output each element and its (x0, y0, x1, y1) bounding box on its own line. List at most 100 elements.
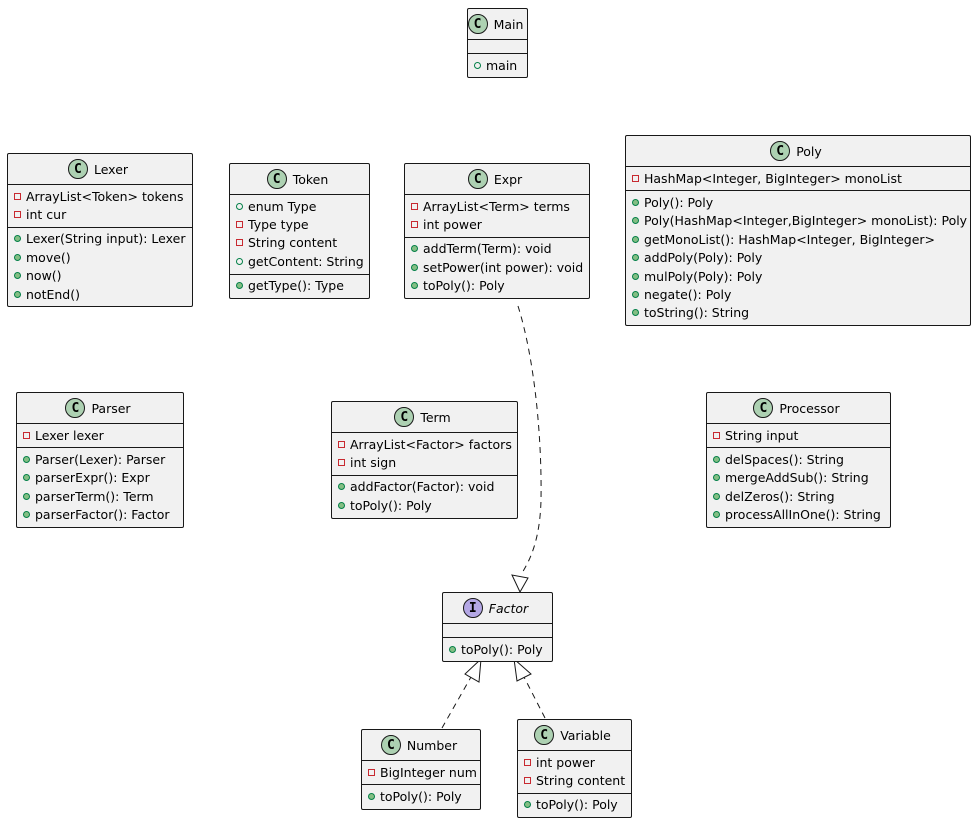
method-row: Poly(): Poly (626, 193, 970, 211)
fields-section: BigInteger num (362, 760, 480, 784)
public-visibility-icon (338, 501, 345, 509)
method-text: Lexer(String input): Lexer (26, 231, 186, 247)
field-text: Type type (248, 217, 309, 233)
method-text: setPower(int power): void (423, 259, 584, 275)
class-stereotype-icon: C (67, 159, 88, 179)
field-row: int cur (8, 205, 192, 223)
public-visibility-icon (449, 645, 456, 653)
methods-section: main (468, 53, 527, 77)
public-visibility-icon (713, 492, 720, 500)
field-text: int sign (350, 455, 397, 471)
class-name: Token (292, 171, 329, 187)
method-row: toPoly(): Poly (332, 496, 517, 514)
public-visibility-icon (411, 282, 418, 290)
method-text: negate(): Poly (644, 287, 732, 303)
methods-section: getType(): Type (230, 273, 369, 298)
field-text: int power (536, 754, 595, 770)
public-visibility-icon (14, 290, 21, 298)
method-text: Parser(Lexer): Parser (35, 452, 166, 468)
edge-expr-to-factor (517, 305, 542, 574)
public-visibility-icon (632, 199, 639, 207)
methods-section: toPoly(): Poly (518, 792, 631, 817)
class-name: Main (493, 16, 524, 32)
edge-variable-to-factor (523, 676, 546, 719)
method-row: getMonoList(): HashMap<Integer, BigInteg… (626, 230, 970, 248)
field-text: String content (536, 773, 626, 789)
class-stereotype-icon: C (380, 735, 401, 755)
public-visibility-icon (23, 492, 30, 500)
method-row: now() (8, 267, 192, 285)
class-stereotype-icon: C (770, 141, 791, 161)
public-visibility-icon (411, 245, 418, 253)
method-text: addTerm(Term): void (423, 241, 552, 257)
method-text: delZeros(): String (725, 488, 835, 504)
method-text: Poly(): Poly (644, 195, 714, 211)
fields-section (468, 39, 527, 53)
method-row: mergeAddSub(): String (707, 469, 890, 487)
method-text: toPoly(): Poly (350, 497, 432, 513)
private-visibility-icon (14, 211, 21, 219)
public-visibility-icon (236, 282, 243, 290)
public-visibility-icon (713, 474, 720, 482)
methods-section: toPoly(): Poly (443, 637, 552, 661)
edge-number-to-factor (441, 676, 472, 729)
method-text: toPoly(): Poly (380, 789, 462, 805)
fields-section: ArrayList<Term> terms int power (405, 194, 589, 237)
private-visibility-icon (524, 777, 531, 785)
field-text: int power (423, 217, 482, 233)
fields-section: ArrayList<Token> tokens int cur (8, 184, 192, 227)
field-text: String content (248, 235, 338, 251)
field-row: Lexer lexer (17, 426, 183, 444)
private-visibility-icon (411, 202, 418, 210)
field-row: getContent: String (230, 252, 369, 270)
public-visibility-icon (14, 272, 21, 280)
fields-section: Lexer lexer (17, 423, 183, 447)
field-row: ArrayList<Token> tokens (8, 187, 192, 205)
class-stereotype-icon: C (534, 725, 555, 745)
private-visibility-icon (236, 221, 243, 229)
edge-variable-to-factor-arrowhead (513, 657, 532, 682)
method-row: processAllInOne(): String (707, 506, 890, 524)
method-text: move() (26, 249, 71, 265)
field-row: HashMap<Integer, BigInteger> monoList (626, 169, 970, 187)
public-visibility-icon (411, 263, 418, 271)
field-text: int cur (26, 207, 67, 223)
public-visibility-icon (23, 511, 30, 519)
public-visibility-icon (474, 61, 481, 69)
field-text: getContent: String (248, 253, 364, 269)
class-name: Variable (560, 727, 611, 743)
method-text: addPoly(Poly): Poly (644, 250, 763, 266)
method-row: main (468, 56, 527, 74)
field-row: ArrayList<Term> terms (405, 197, 589, 215)
private-visibility-icon (14, 192, 21, 200)
field-row: int power (405, 215, 589, 233)
method-row: Poly(HashMap<Integer,BigInteger> monoLis… (626, 212, 970, 230)
method-row: parserExpr(): Expr (17, 469, 183, 487)
field-text: String input (725, 427, 799, 443)
class-stereotype-icon: C (467, 169, 488, 189)
public-visibility-icon (368, 793, 375, 801)
method-text: processAllInOne(): String (725, 507, 881, 523)
class-stereotype-icon: C (266, 169, 287, 189)
method-row: toPoly(): Poly (518, 796, 631, 814)
method-text: parserTerm(): Term (35, 488, 154, 504)
private-visibility-icon (524, 758, 531, 766)
method-text: delSpaces(): String (725, 452, 844, 468)
public-visibility-icon (632, 217, 639, 225)
method-row: toPoly(): Poly (443, 640, 552, 658)
class-stereotype-icon: C (394, 407, 415, 427)
